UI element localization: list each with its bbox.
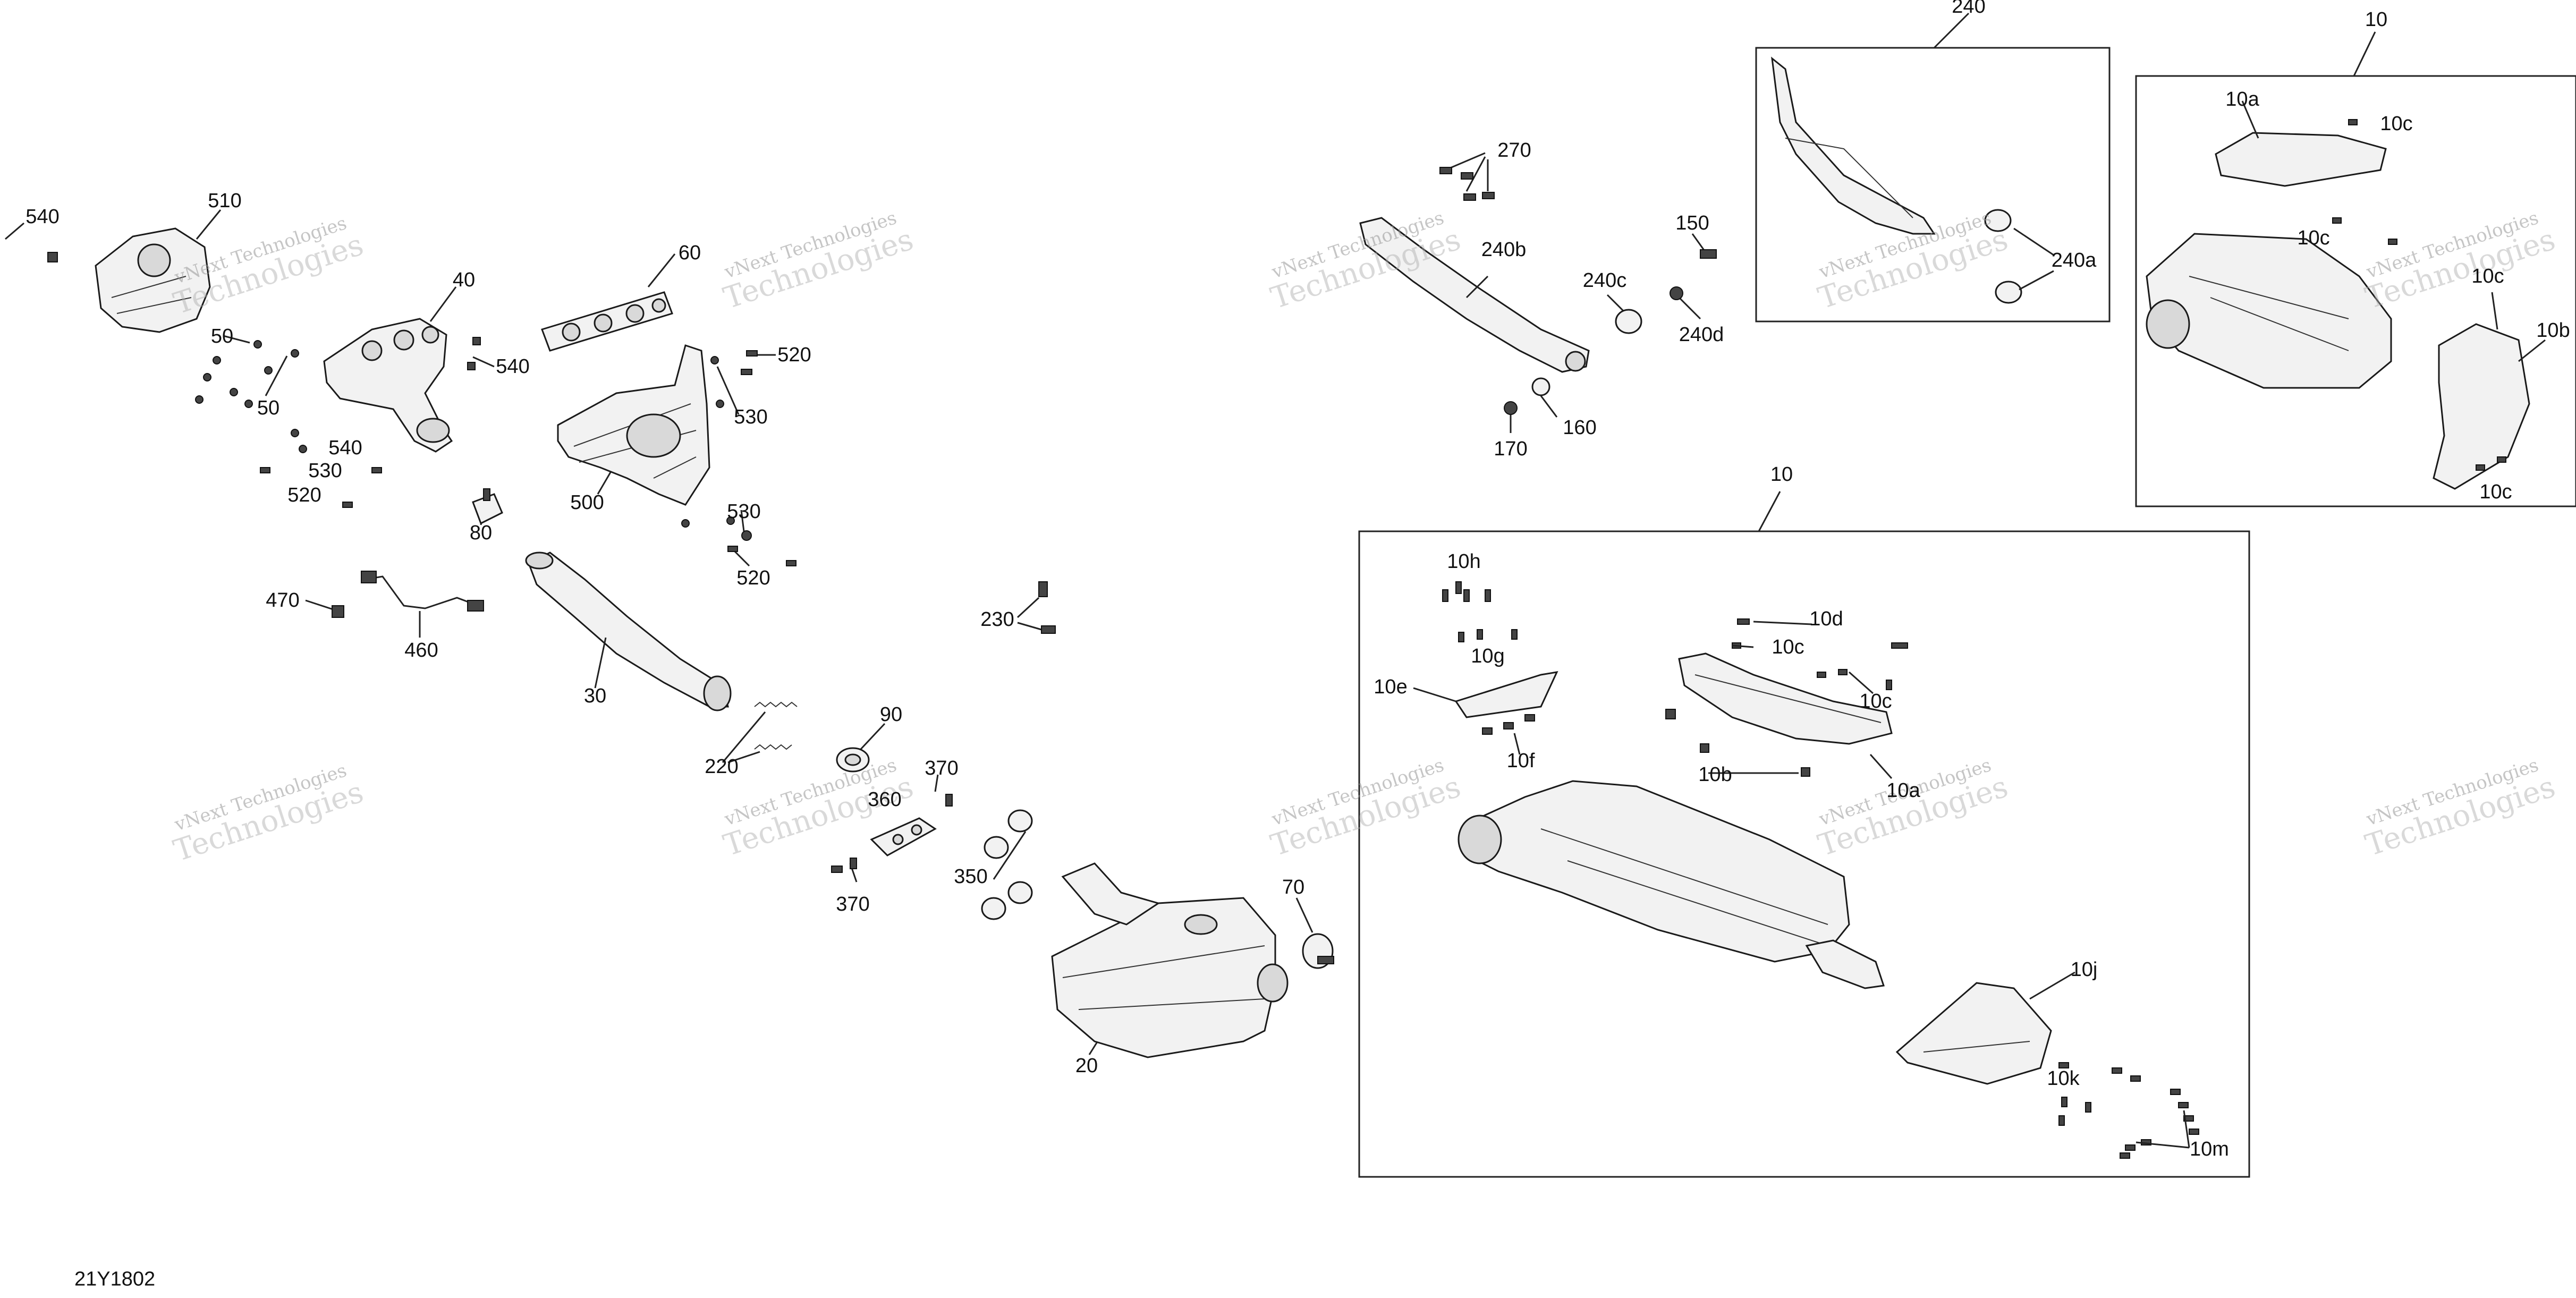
part-label[interactable]: 510 xyxy=(208,190,242,212)
part-170-nut xyxy=(1504,401,1518,433)
part-label[interactable]: 370 xyxy=(836,893,870,915)
part-220-springs xyxy=(722,701,798,763)
part-label[interactable]: 520 xyxy=(777,344,811,366)
part-label[interactable]: 230 xyxy=(980,608,1014,631)
part-160-washer xyxy=(1531,377,1558,418)
part-label[interactable]: 10d xyxy=(1809,608,1843,630)
box-10-main-assembly xyxy=(1358,491,2250,1178)
part-label[interactable]: 10k xyxy=(2047,1067,2080,1090)
part-label[interactable]: 240 xyxy=(1952,0,1986,18)
part-label[interactable]: 10j xyxy=(2070,958,2098,981)
part-label[interactable]: 10g xyxy=(1471,645,1505,667)
part-label[interactable]: 10b xyxy=(1698,763,1732,786)
part-label[interactable]: 10c xyxy=(1772,636,1804,658)
part-label[interactable]: 10c xyxy=(2471,265,2504,287)
part-label[interactable]: 70 xyxy=(1282,876,1305,898)
part-label[interactable]: 10 xyxy=(1770,463,1793,486)
part-label[interactable]: 10e xyxy=(1374,676,1408,698)
part-label[interactable]: 10b xyxy=(2536,319,2570,342)
part-label[interactable]: 530 xyxy=(308,460,342,482)
part-240d-nut xyxy=(1670,286,1701,320)
part-50-bolts xyxy=(195,335,299,408)
part-label[interactable]: 540 xyxy=(26,206,60,228)
part-label[interactable]: 370 xyxy=(925,757,959,779)
part-540-stud xyxy=(5,222,58,262)
part-label[interactable]: 240d xyxy=(1679,324,1724,346)
part-label[interactable]: 350 xyxy=(954,866,988,888)
part-label[interactable]: 540 xyxy=(328,437,362,459)
part-80-oxygen-sensor xyxy=(472,488,503,525)
diagram-code: 21Y1802 xyxy=(74,1268,156,1291)
part-40-exhaust-manifold xyxy=(323,286,457,453)
part-label[interactable]: 10f xyxy=(1506,750,1535,772)
part-70-clamp xyxy=(1295,897,1334,969)
part-350-grommets xyxy=(981,809,1033,920)
part-230-bolts xyxy=(1016,581,1056,634)
part-label[interactable]: 10c xyxy=(2380,113,2413,135)
part-label[interactable]: 160 xyxy=(1563,417,1597,439)
part-label[interactable]: 150 xyxy=(1675,212,1709,234)
part-label[interactable]: 240a xyxy=(2051,249,2097,272)
part-360-370-bracket xyxy=(831,774,953,883)
part-label[interactable]: 50 xyxy=(257,397,280,419)
part-90-gasket-ring xyxy=(836,723,886,773)
part-label[interactable]: 40 xyxy=(452,269,476,291)
part-label[interactable]: 530 xyxy=(727,500,761,523)
part-label[interactable]: 10h xyxy=(1447,550,1481,573)
part-520-530-fasteners xyxy=(260,350,796,567)
part-label[interactable]: 60 xyxy=(678,242,701,264)
part-540-clip xyxy=(467,337,495,370)
part-240c-bushing xyxy=(1606,294,1642,334)
part-label[interactable]: 50 xyxy=(210,325,234,347)
part-label[interactable]: 360 xyxy=(868,788,902,811)
part-label[interactable]: 520 xyxy=(287,484,321,506)
part-label[interactable]: 10 xyxy=(2365,9,2388,31)
part-label[interactable]: 520 xyxy=(736,567,770,589)
part-label[interactable]: 90 xyxy=(879,703,903,726)
part-270-bolts xyxy=(1439,152,1495,201)
part-label[interactable]: 10a xyxy=(1886,779,1920,802)
part-240b-support-arm xyxy=(1359,217,1590,373)
part-510-heat-shield xyxy=(95,209,222,333)
part-label[interactable]: 20 xyxy=(1075,1055,1098,1077)
part-label[interactable]: 530 xyxy=(734,406,768,428)
box-240-assembly xyxy=(1755,12,2111,323)
part-label[interactable]: 80 xyxy=(469,522,493,544)
part-label[interactable]: 220 xyxy=(705,756,739,778)
part-label[interactable]: 170 xyxy=(1494,438,1528,460)
part-label[interactable]: 240c xyxy=(1582,269,1627,292)
part-20-muffler xyxy=(1051,862,1289,1058)
part-label[interactable]: 500 xyxy=(570,491,604,514)
part-label[interactable]: 460 xyxy=(404,639,438,661)
part-500-manifold-shield xyxy=(557,344,710,506)
part-label[interactable]: 10c xyxy=(2297,227,2330,249)
part-label[interactable]: 10a xyxy=(2225,88,2259,111)
part-label[interactable]: 240b xyxy=(1481,239,1527,261)
part-60-manifold-gasket xyxy=(541,253,676,352)
box-10-top-assembly xyxy=(2135,31,2576,507)
part-label[interactable]: 10c xyxy=(1859,690,1892,712)
part-150-bolt xyxy=(1691,233,1717,259)
part-label[interactable]: 270 xyxy=(1497,139,1531,162)
part-label[interactable]: 10m xyxy=(2190,1138,2229,1160)
part-label[interactable]: 540 xyxy=(496,355,530,378)
part-label[interactable]: 470 xyxy=(266,589,300,612)
part-label[interactable]: 10c xyxy=(2479,481,2512,503)
part-label[interactable]: 30 xyxy=(583,685,607,707)
part-30-exhaust-pipe xyxy=(525,552,732,711)
part-460-470-sensor-wire xyxy=(305,571,484,638)
